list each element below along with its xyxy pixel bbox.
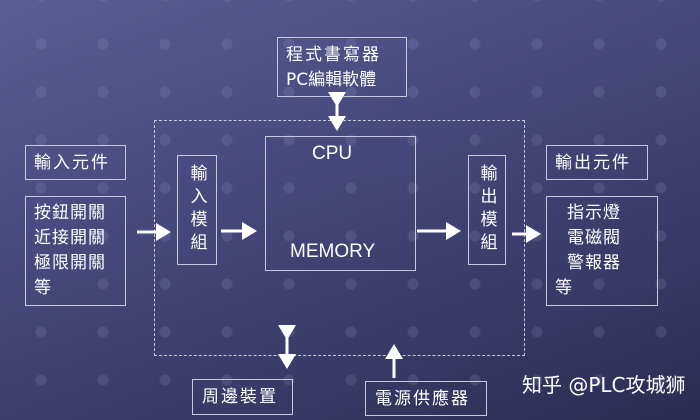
input-item: 極限開關	[34, 253, 106, 273]
watermark: 知乎 @PLC攻城狮	[522, 373, 686, 397]
output-item: 警報器	[567, 253, 621, 273]
output-elements-title-box: 輸出元件	[546, 145, 648, 180]
output-item: 等	[555, 278, 572, 298]
input-elements-list: 按鈕開關 近接開關 極限開關 等	[25, 196, 126, 306]
input-item: 等	[34, 278, 51, 298]
memory-label: MEMORY	[290, 241, 376, 262]
output-module-label: 輸出模組	[476, 164, 497, 256]
output-item: 指示燈	[567, 203, 621, 223]
input-elements-title: 輸入元件	[34, 153, 110, 173]
input-item: 近接開關	[34, 228, 106, 248]
power-supply-box: 電源供應器	[365, 381, 487, 416]
input-item: 按鈕開關	[34, 203, 106, 223]
input-module-label: 輸入模組	[186, 164, 207, 256]
output-elements-list: 指示燈 電磁閥 警報器 等	[546, 196, 658, 306]
output-item: 電磁閥	[567, 228, 621, 248]
peripheral-label: 周邊裝置	[202, 387, 278, 407]
cpu-label: CPU	[312, 143, 353, 164]
peripheral-box: 周邊裝置	[192, 379, 293, 415]
input-module-box: 輸入模組	[177, 155, 217, 265]
programmer-line1: 程式書寫器	[286, 45, 381, 65]
output-elements-title: 輸出元件	[555, 153, 631, 173]
cpu-memory-box: CPU MEMORY	[265, 136, 416, 271]
input-elements-title-box: 輸入元件	[25, 145, 126, 180]
output-module-box: 輸出模組	[468, 155, 506, 265]
programmer-line2: PC編輯軟體	[286, 70, 377, 90]
power-supply-label: 電源供應器	[375, 389, 470, 409]
